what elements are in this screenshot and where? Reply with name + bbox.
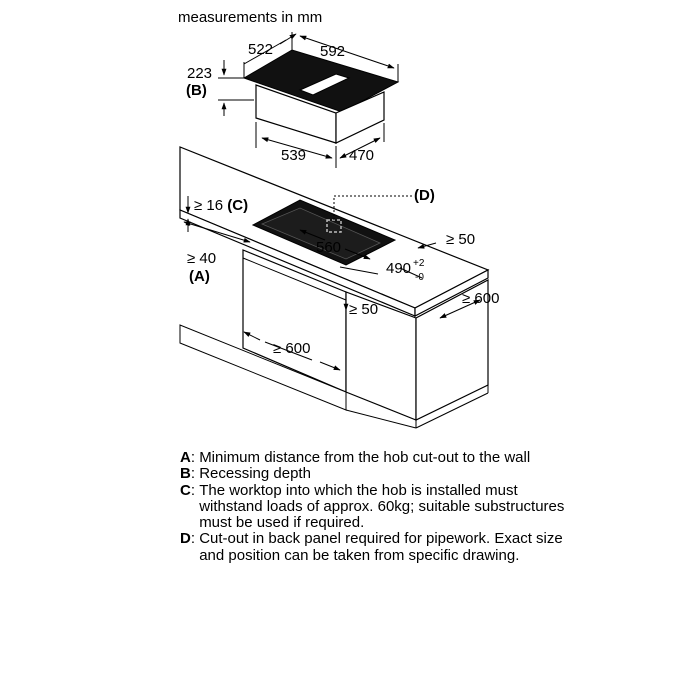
hob-body-side [335,91,385,144]
recess-ref-label: (B) [186,82,207,99]
cutout-width-label: 560 [316,239,341,256]
legend-item-d: D: Cut-out in back panel required for pi… [180,531,580,564]
worktop-side-edge [414,269,489,317]
legend-text: Minimum distance from the hob cut-out to… [199,449,531,466]
legend-text: Recessing depth [199,465,311,483]
wall-distance-ref-label: (A) [189,268,210,285]
cabinet-width-label: ≥ 600 [273,340,310,357]
legend-key: B [180,465,191,483]
legend-text: Cut-out in back panel required for pipew… [199,530,563,564]
wall-distance-label: ≥ 40 [187,250,216,267]
measurements-caption: measurements in mm [178,9,322,26]
hob-extractor-vent [298,73,351,96]
legend-item-c: C: The worktop into which the hob is ins… [180,481,580,532]
legend-key: D [180,530,191,548]
back-panel-cutout-ref-label: (D) [414,187,435,204]
cutout-depth-tolerance-minus: -0 [415,272,424,283]
side-clearance-label: ≥ 50 [446,231,475,248]
hob-depth-label: 522 [248,41,273,58]
hob-width-label: 592 [320,43,345,60]
legend: A: Minimum distance from the hob cut-out… [180,449,580,564]
legend-text: The worktop into which the hob is instal… [199,481,565,532]
hob-body-width-label: 539 [281,147,306,164]
legend-key: C [180,481,191,499]
cutout-depth-label: 490 [386,260,411,277]
front-clearance-label: ≥ 50 [349,301,378,318]
worktop-thickness-label: ≥ 16 (C) [194,197,248,214]
legend-key: A [180,449,191,466]
hob-illustration [218,32,400,168]
legend-item-a: A: Minimum distance from the hob cut-out… [180,449,580,466]
hob-body-depth-label: 470 [349,147,374,164]
worktop-cabinet-illustration [179,146,490,429]
cutout-depth-tolerance-plus: +2 [413,258,425,269]
hob-height-label: 223 [187,65,212,82]
legend-item-b: B: Recessing depth [180,465,580,483]
cutout-inner-wall [260,207,381,260]
worktop-depth-label: ≥ 600 [462,290,499,307]
